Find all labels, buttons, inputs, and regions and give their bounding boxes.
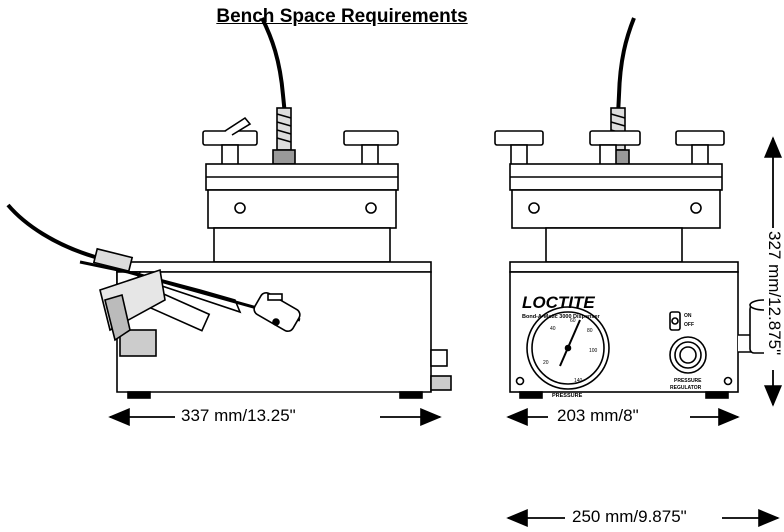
side-valve-hose: [6, 203, 96, 259]
diagram-title: Bench Space Requirements: [216, 6, 468, 27]
side-reservoir-column: [213, 227, 391, 263]
panel-brand-logo: LOCTITE: [522, 293, 595, 312]
switch-off-label: OFF: [684, 322, 694, 328]
regulator-label-line1: PRESSURE: [674, 378, 702, 384]
gauge-tick-label: 80: [587, 328, 593, 334]
switch-on-label: ON: [684, 313, 692, 319]
side-air-hose: [260, 17, 287, 116]
gauge-tick-label: 60: [570, 318, 576, 324]
side-base-body: [116, 271, 432, 393]
side-knob-right: [343, 130, 399, 146]
front-reservoir-body: [511, 189, 721, 229]
panel-model-name: Bond-A-Matic 3000 Dispenser: [522, 314, 600, 320]
overall-width-dimension: 250 mm/9.875": [569, 507, 690, 527]
front-knob-mid: [589, 130, 641, 146]
front-air-hose: [616, 17, 636, 116]
front-reservoir-column: [545, 227, 683, 263]
gauge-tick-label: 40: [550, 326, 556, 332]
front-view: [494, 17, 779, 399]
height-dimension: 327 mm/12.875": [764, 228, 784, 359]
gauge-tick-label: 20: [543, 360, 549, 366]
front-knob-right: [675, 130, 725, 146]
gauge-label: PRESSURE: [552, 393, 583, 399]
side-width-dimension: 337 mm/13.25": [178, 406, 299, 426]
front-width-dimension: 203 mm/8": [554, 406, 642, 426]
dimension-lines: [108, 136, 782, 527]
panel-labels: LOCTITE Bond-A-Matic 3000 Dispenser ON O…: [522, 293, 702, 399]
gauge-tick-label: 140: [574, 378, 583, 384]
side-base: [116, 261, 432, 273]
gauge-tick-label: 100: [589, 348, 598, 354]
side-view: [6, 17, 452, 399]
regulator-label-line2: REGULATOR: [670, 385, 702, 391]
front-knob-left: [494, 130, 544, 146]
front-base-top: [509, 261, 739, 273]
